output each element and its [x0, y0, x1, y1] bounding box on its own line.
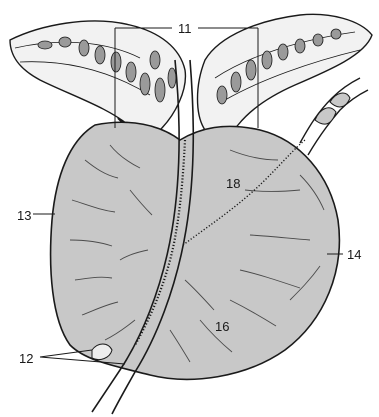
label-13: 13 — [17, 209, 31, 222]
label-11: 11 — [178, 22, 192, 35]
label-12: 12 — [19, 352, 33, 365]
upper-left-tissue — [10, 21, 185, 140]
label-16: 16 — [215, 320, 229, 333]
upper-right-tissue — [198, 14, 373, 135]
label-18: 18 — [226, 177, 240, 190]
label-14: 14 — [347, 248, 361, 261]
prostate-gland — [51, 122, 340, 379]
